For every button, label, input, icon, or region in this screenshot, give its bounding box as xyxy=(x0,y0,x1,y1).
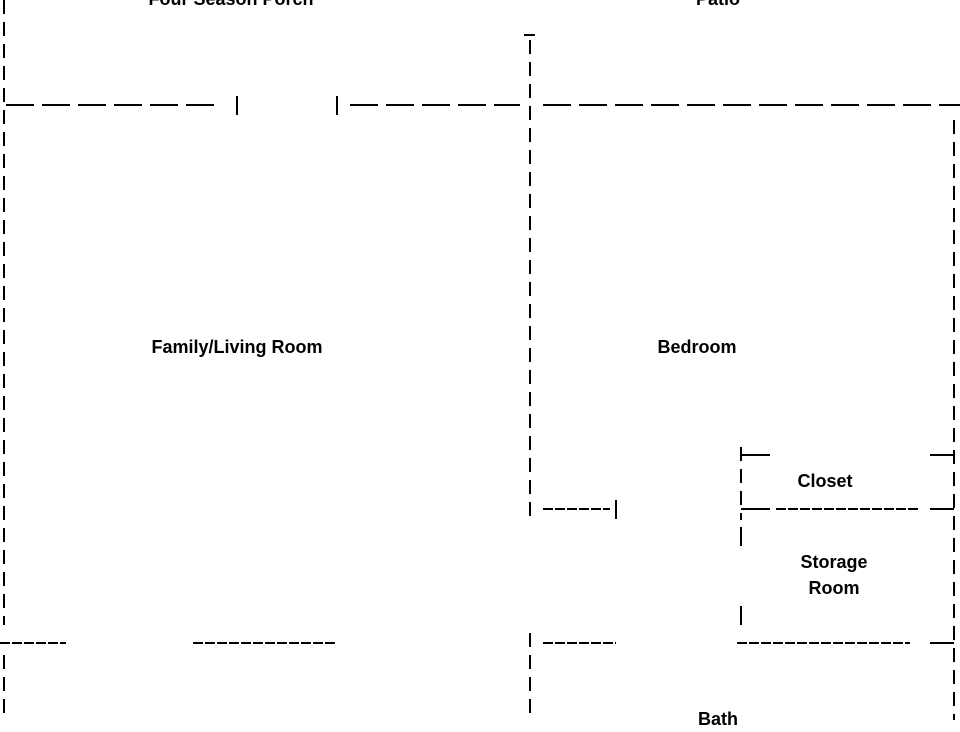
room-label-family-living: Family/Living Room xyxy=(151,337,323,357)
room-label-bath: Bath xyxy=(698,709,738,729)
room-label-porch: Four Season Porch xyxy=(148,0,313,12)
room-label-bedroom: Bedroom xyxy=(657,337,737,357)
room-label-closet: Closet xyxy=(797,471,853,491)
room-label-patio: Patio xyxy=(696,0,740,12)
room-label-storage: Storage Room xyxy=(800,552,868,598)
